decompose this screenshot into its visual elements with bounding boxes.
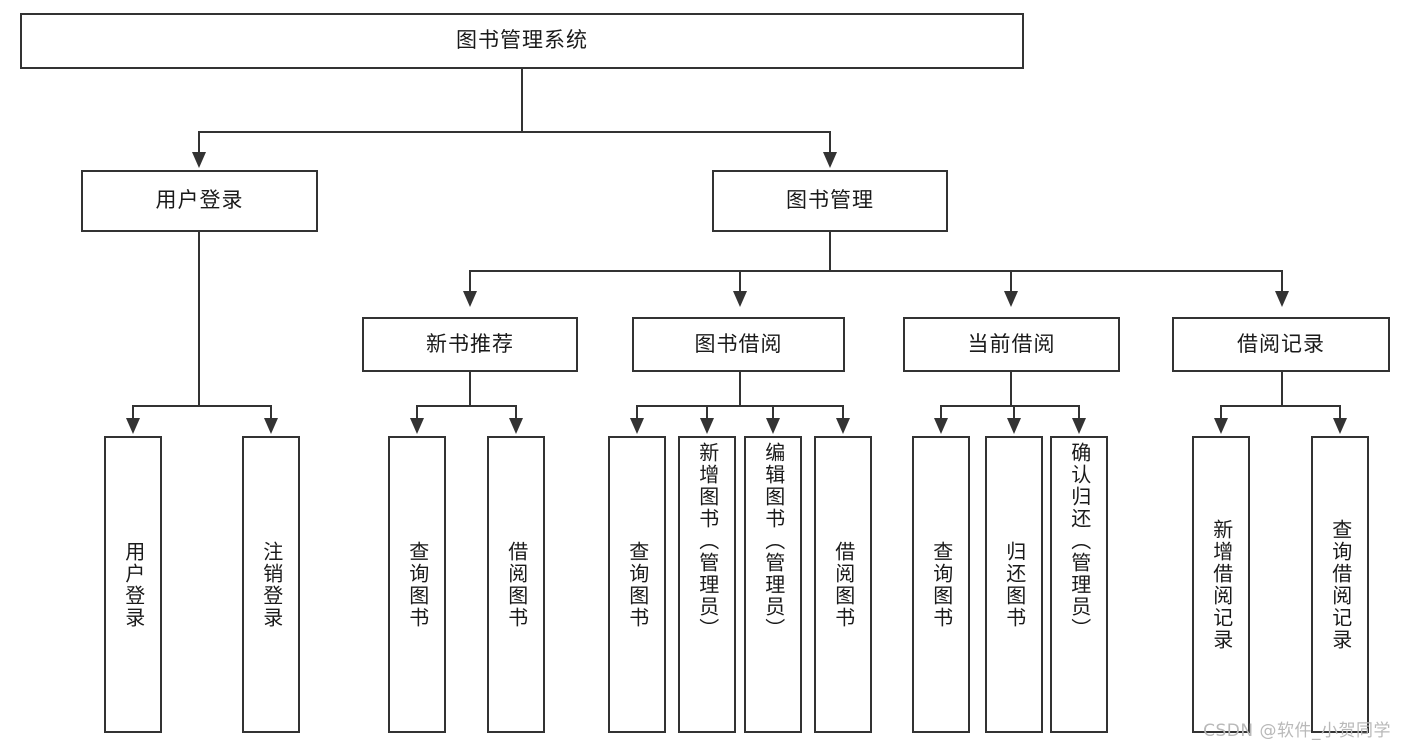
node-leaf-add-record-label: 新增借阅记录 [1209,518,1234,651]
node-leaf-query-book-1-label: 查询图书 [405,540,430,629]
connector-book-borrow-drop-1 [636,405,638,421]
connector-root-stem [521,69,523,132]
connector-borrow-record-bus [1220,405,1340,407]
connector-book-borrow-stem [739,372,741,406]
connector-current-borrow-drop-1 [940,405,942,421]
connector-book-borrow-drop-2 [706,405,708,421]
node-root-label: 图书管理系统 [456,28,588,53]
connector-borrow-record-stem [1281,372,1283,406]
node-leaf-return-book[interactable]: 归还图书 [985,436,1043,733]
node-leaf-borrow-book-1[interactable]: 借阅图书 [487,436,545,733]
arrow-user-login-leaf-2 [264,418,278,434]
connector-book-borrow-drop-3 [772,405,774,421]
node-book-borrow-label: 图书借阅 [694,331,783,356]
connector-new-book-rec-drop-2 [515,405,517,421]
arrow-current-borrow-leaf-2 [1007,418,1021,434]
node-leaf-user-logout-label: 注销登录 [259,540,284,629]
arrow-root-to-book-manage [823,152,837,168]
node-leaf-return-book-label: 归还图书 [1002,540,1027,629]
arrow-book-borrow-leaf-3 [766,418,780,434]
arrow-borrow-record-leaf-1 [1214,418,1228,434]
node-current-borrow[interactable]: 当前借阅 [903,317,1120,372]
arrow-book-borrow-leaf-2 [700,418,714,434]
connector-current-borrow-drop-3 [1078,405,1080,421]
arrow-current-borrow-leaf-1 [934,418,948,434]
node-leaf-edit-book-label: 编辑图书（管理员） [761,442,786,640]
node-leaf-add-book[interactable]: 新增图书（管理员） [678,436,736,733]
connector-book-manage-stem [829,232,831,271]
arrow-book-borrow-leaf-4 [836,418,850,434]
node-leaf-query-book-2-label: 查询图书 [625,540,650,629]
connector-root-to-user-login [198,131,200,155]
node-borrow-record-label: 借阅记录 [1237,331,1325,356]
connector-book-borrow-drop-4 [842,405,844,421]
arrow-book-manage-child-1 [463,291,477,307]
node-root[interactable]: 图书管理系统 [20,13,1024,69]
connector-root-bus [198,131,830,133]
connector-book-manage-drop-3 [1010,270,1012,294]
connector-root-to-book-manage [829,131,831,155]
node-leaf-confirm-return[interactable]: 确认归还（管理员） [1050,436,1108,733]
node-leaf-query-book-3-label: 查询图书 [929,540,954,629]
node-book-manage[interactable]: 图书管理 [712,170,948,232]
node-new-book-rec[interactable]: 新书推荐 [362,317,578,372]
node-user-login[interactable]: 用户登录 [81,170,318,232]
node-new-book-rec-label: 新书推荐 [426,331,514,356]
arrow-user-login-leaf-1 [126,418,140,434]
connector-book-manage-drop-1 [469,270,471,294]
node-leaf-query-book-3[interactable]: 查询图书 [912,436,970,733]
connector-user-login-bus [132,405,270,407]
connector-borrow-record-drop-1 [1220,405,1222,421]
arrow-new-book-rec-leaf-2 [509,418,523,434]
arrow-current-borrow-leaf-3 [1072,418,1086,434]
node-book-borrow[interactable]: 图书借阅 [632,317,845,372]
node-current-borrow-label: 当前借阅 [967,331,1056,356]
node-leaf-borrow-book-2[interactable]: 借阅图书 [814,436,872,733]
watermark-text: CSDN @软件_小贺同学 [1203,721,1391,741]
node-book-manage-label: 图书管理 [786,188,874,213]
connector-new-book-rec-drop-1 [416,405,418,421]
node-user-login-label: 用户登录 [155,188,244,213]
node-leaf-user-logout[interactable]: 注销登录 [242,436,300,733]
node-leaf-user-login-label: 用户登录 [121,540,146,629]
arrow-book-manage-child-2 [733,291,747,307]
node-leaf-query-record[interactable]: 查询借阅记录 [1311,436,1369,733]
arrow-root-to-user-login [192,152,206,168]
node-leaf-add-record[interactable]: 新增借阅记录 [1192,436,1250,733]
node-leaf-query-book-2[interactable]: 查询图书 [608,436,666,733]
connector-new-book-rec-stem [469,372,471,406]
arrow-new-book-rec-leaf-1 [410,418,424,434]
node-leaf-query-book-1[interactable]: 查询图书 [388,436,446,733]
node-borrow-record[interactable]: 借阅记录 [1172,317,1390,372]
arrow-borrow-record-leaf-2 [1333,418,1347,434]
connector-book-manage-drop-2 [739,270,741,294]
node-leaf-borrow-book-2-label: 借阅图书 [831,540,856,629]
arrow-book-borrow-leaf-1 [630,418,644,434]
connector-current-borrow-drop-2 [1013,405,1015,421]
node-leaf-add-book-label: 新增图书（管理员） [695,442,720,640]
node-leaf-edit-book[interactable]: 编辑图书（管理员） [744,436,802,733]
connector-book-manage-bus [469,270,1281,272]
connector-user-login-stem [198,232,200,406]
node-leaf-query-record-label: 查询借阅记录 [1328,518,1353,651]
connector-book-borrow-bus [636,405,843,407]
connector-borrow-record-drop-2 [1339,405,1341,421]
connector-user-login-drop-1 [132,405,134,421]
connector-book-manage-drop-4 [1281,270,1283,294]
node-leaf-confirm-return-label: 确认归还（管理员） [1067,442,1092,640]
connector-current-borrow-bus [940,405,1079,407]
node-leaf-borrow-book-1-label: 借阅图书 [504,540,529,629]
arrow-book-manage-child-4 [1275,291,1289,307]
connector-new-book-rec-bus [416,405,516,407]
connector-current-borrow-stem [1010,372,1012,406]
arrow-book-manage-child-3 [1004,291,1018,307]
connector-user-login-drop-2 [270,405,272,421]
node-leaf-user-login[interactable]: 用户登录 [104,436,162,733]
